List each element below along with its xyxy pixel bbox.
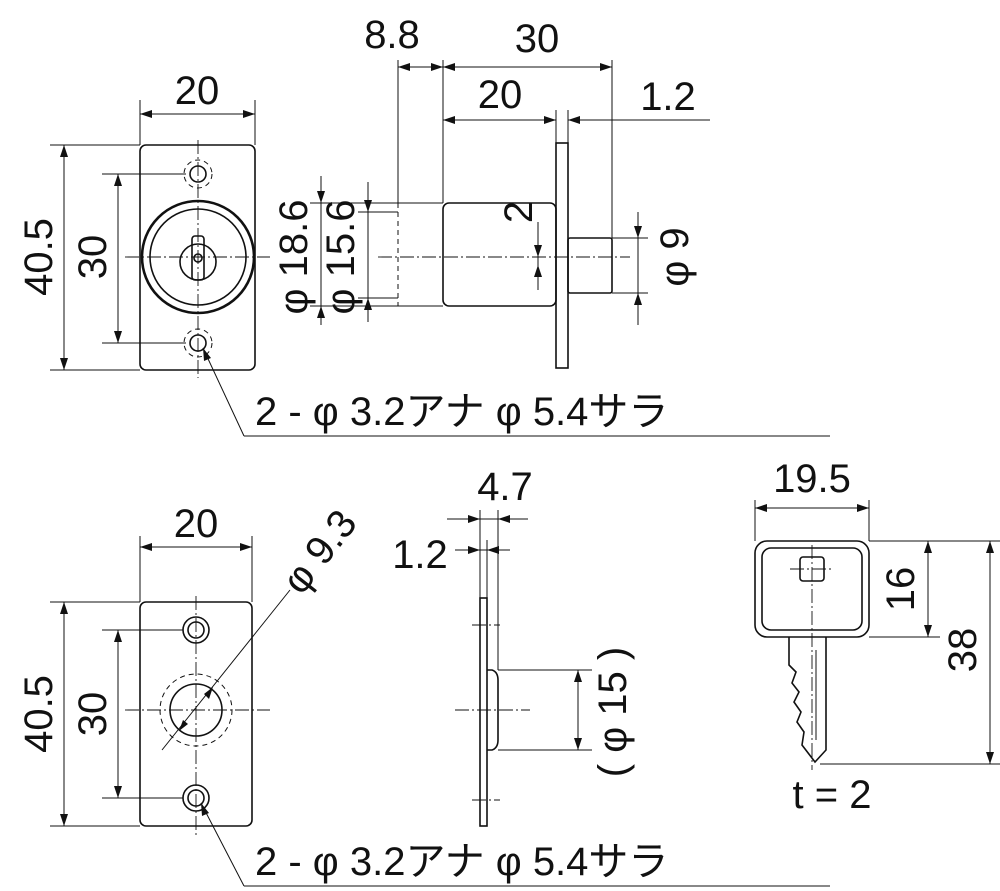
screw-hole-lower [189, 334, 207, 352]
top-side-phi-9-label: φ 9 [653, 227, 697, 286]
top-front-view [50, 100, 830, 437]
top-hole-note: 2 - φ 3.2アナ φ 5.4サラ [255, 390, 668, 434]
top-side-view [310, 60, 710, 369]
top-front-width-label: 20 [175, 69, 220, 113]
cylinder-outer [140, 199, 256, 315]
bottom-front-phi-9-3-label: φ 9.3 [274, 502, 366, 602]
bottom-side-view [447, 510, 592, 827]
key-head-height-label: 16 [879, 567, 923, 612]
strike-plate-side [479, 597, 488, 827]
top-side-30-label: 30 [515, 17, 560, 61]
bottom-hole-note: 2 - φ 3.2アナ φ 5.4サラ [255, 840, 668, 884]
bottom-side-1-2-label: 1.2 [392, 533, 448, 577]
top-side-8-8-label: 8.8 [364, 13, 420, 57]
bottom-front-width-label: 20 [174, 502, 219, 546]
screw-hole-upper [189, 165, 207, 183]
cylinder-inner [149, 208, 247, 306]
keyway [191, 235, 205, 281]
top-side-phi-18-6-label: φ 18.6 [272, 200, 316, 315]
top-side-phi-15-6-label: φ 15.6 [319, 200, 363, 315]
top-front-pitch-label: 30 [71, 235, 115, 280]
strike-hole-lower [187, 789, 205, 807]
strike-hole-upper [187, 621, 205, 639]
key-view [754, 500, 1000, 770]
strike-bore [169, 683, 223, 737]
bottom-front-view [50, 536, 830, 887]
key-width-label: 19.5 [773, 457, 851, 501]
mounting-flange [555, 142, 569, 369]
top-side-2-label: 2 [497, 201, 541, 223]
cam-shaft [567, 237, 613, 294]
strike-bore-profile [487, 669, 499, 751]
top-side-20-label: 20 [478, 73, 523, 117]
front-plate-outline [139, 144, 256, 371]
bottom-side-phi-15-label: ( φ 15 ) [591, 647, 635, 777]
key-blade [788, 637, 827, 764]
key-length-label: 38 [941, 628, 985, 673]
key-thickness-label: t = 2 [793, 773, 872, 817]
top-side-1-2-label: 1.2 [640, 75, 696, 119]
top-front-height-label: 40.5 [17, 218, 61, 296]
bottom-front-pitch-label: 30 [71, 692, 115, 737]
bottom-side-4-7-label: 4.7 [477, 465, 533, 509]
bottom-front-height-label: 40.5 [17, 675, 61, 753]
